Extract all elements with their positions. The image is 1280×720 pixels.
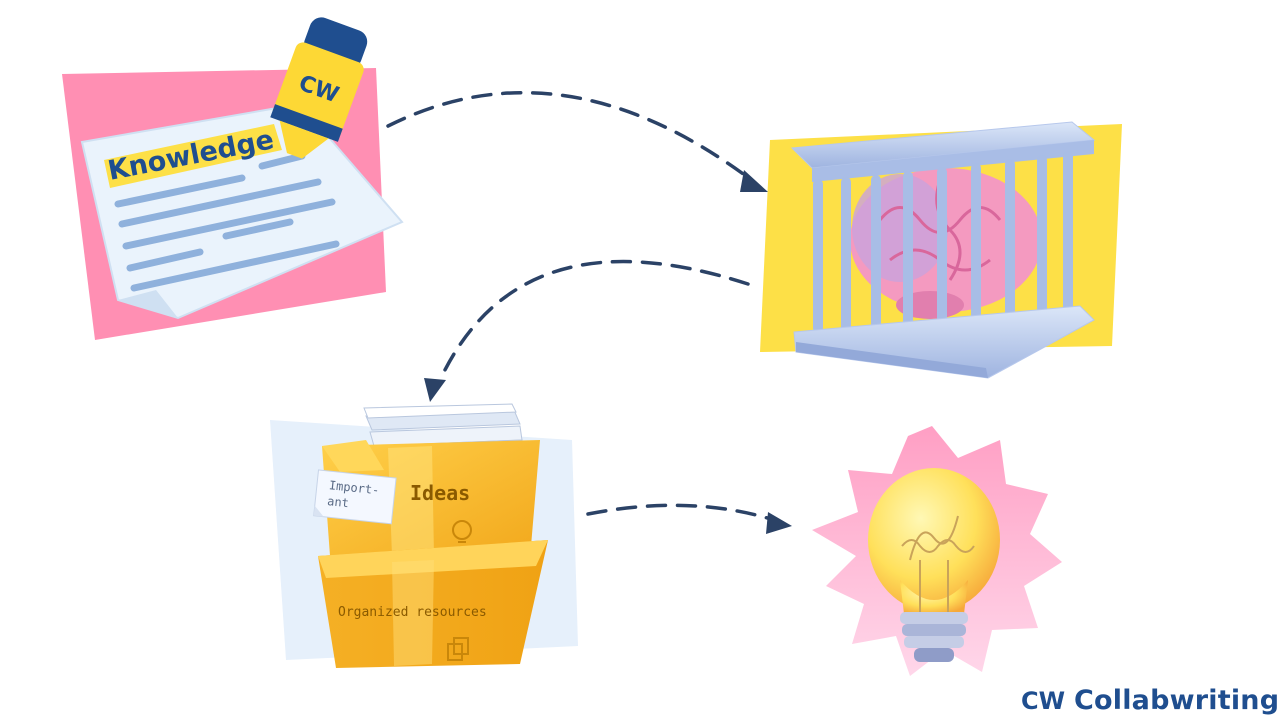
arrowhead-2 bbox=[424, 378, 446, 402]
organized-boxes-illustration: Ideas Import- ant Organized resources bbox=[270, 403, 578, 668]
documents-icon bbox=[447, 637, 469, 661]
ideas-label: Ideas bbox=[410, 481, 470, 505]
arrow-heads bbox=[424, 170, 792, 534]
ideas-box: Ideas bbox=[322, 440, 540, 558]
paper-curl bbox=[118, 290, 178, 318]
sticky-note-line2: ant bbox=[327, 494, 350, 510]
knowledge-document-illustration: Knowledge CW bbox=[62, 17, 404, 340]
arrow-boxes-to-bulb bbox=[586, 503, 776, 522]
text-lines bbox=[114, 152, 340, 292]
flow-arrows bbox=[386, 90, 776, 522]
cage bbox=[790, 121, 1096, 379]
important-sticky-note: Import- ant bbox=[313, 469, 397, 525]
brand-logo-text: CW bbox=[1021, 687, 1065, 715]
highlight-band bbox=[104, 124, 282, 188]
collabwriting-logo-icon: CW bbox=[1020, 682, 1066, 718]
lightbulb-illustration bbox=[812, 426, 1062, 676]
organized-resources-box: Organized resources bbox=[318, 540, 548, 668]
arrow-brain-to-boxes bbox=[438, 259, 750, 382]
collabwriting-brand: CW Collabwriting bbox=[1020, 682, 1279, 718]
sticky-note-line1: Import- bbox=[328, 478, 380, 497]
arrow-document-to-brain bbox=[386, 90, 748, 178]
lightbulb-icon bbox=[868, 468, 1000, 662]
brand-name: Collabwriting bbox=[1074, 684, 1280, 716]
caged-brain-illustration bbox=[760, 121, 1122, 379]
arrowhead-3 bbox=[766, 512, 792, 534]
arrowhead-1 bbox=[740, 170, 768, 192]
organized-resources-label: Organized resources bbox=[338, 605, 487, 620]
highlighter-marker: CW bbox=[270, 17, 368, 159]
